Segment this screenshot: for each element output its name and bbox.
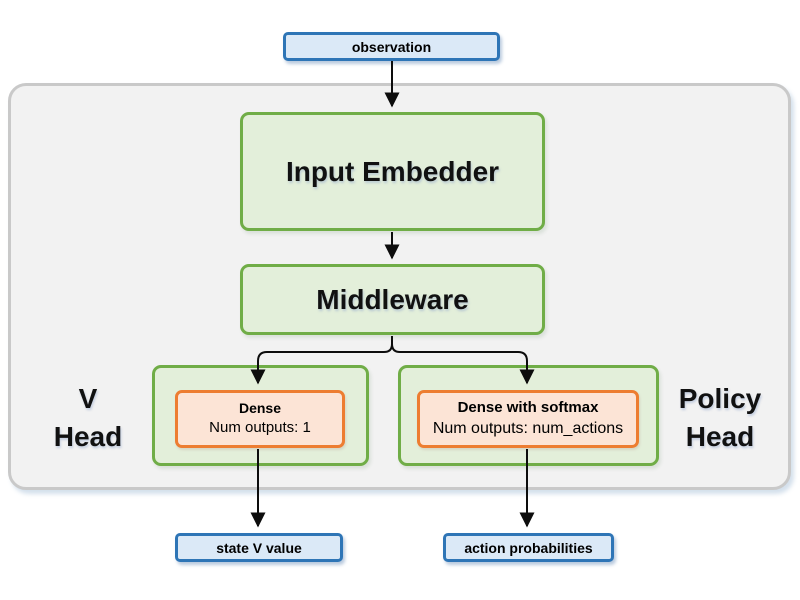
action-probabilities-node: action probabilities bbox=[443, 533, 614, 562]
v-dense-title: Dense bbox=[238, 400, 282, 417]
observation-node: observation bbox=[283, 32, 500, 61]
policy-head-label: Policy Head bbox=[655, 380, 785, 456]
state-v-value-node: state V value bbox=[175, 533, 343, 562]
v-head-label-line2: Head bbox=[53, 421, 123, 452]
policy-dense-node: Dense with softmax Num outputs: num_acti… bbox=[417, 390, 639, 448]
v-head-label-line1: V bbox=[78, 383, 98, 414]
policy-dense-title: Dense with softmax bbox=[457, 399, 599, 417]
v-dense-node: Dense Num outputs: 1 bbox=[175, 390, 345, 448]
policy-head-label-line1: Policy bbox=[678, 383, 762, 414]
middleware-block: Middleware bbox=[240, 264, 545, 335]
action-probabilities-label: action probabilities bbox=[464, 539, 593, 556]
v-head-label: V Head bbox=[27, 380, 149, 456]
input-embedder-label: Input Embedder bbox=[285, 155, 500, 187]
middleware-label: Middleware bbox=[316, 283, 469, 315]
policy-dense-subtitle: Num outputs: num_actions bbox=[432, 420, 624, 438]
observation-label: observation bbox=[351, 38, 432, 55]
input-embedder-block: Input Embedder bbox=[240, 112, 545, 231]
v-dense-subtitle: Num outputs: 1 bbox=[209, 419, 311, 437]
state-v-value-label: state V value bbox=[216, 539, 302, 556]
policy-head-label-line2: Head bbox=[685, 421, 755, 452]
